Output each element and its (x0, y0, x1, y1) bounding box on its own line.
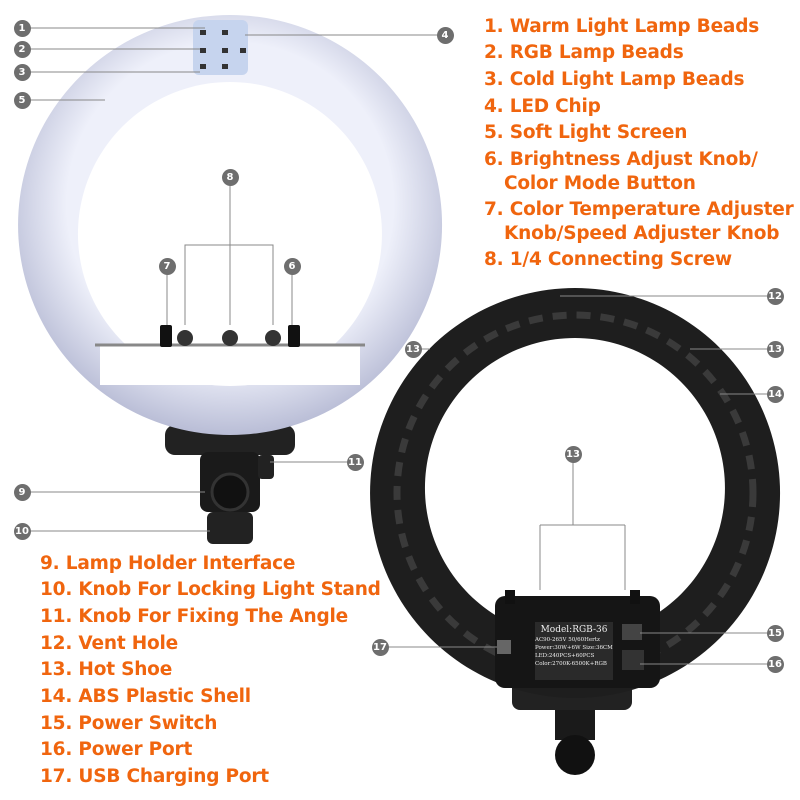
label-17: 17. USB Charging Port (40, 766, 269, 787)
marker-13: 13 (766, 340, 784, 358)
front-ring-light (18, 15, 443, 544)
plate-color: Color:2700K-6500K+RGB (535, 661, 607, 667)
marker-1: 1 (13, 19, 31, 37)
label-15: 15. Power Switch (40, 713, 218, 734)
leader-lines (30, 27, 767, 665)
label-7-cont: Knob/Speed Adjuster Knob (504, 223, 780, 244)
marker-13: 13 (404, 340, 422, 358)
label-9: 9. Lamp Holder Interface (40, 553, 296, 574)
marker-5: 5 (13, 91, 31, 109)
plate-voltage: AC90-265V (535, 637, 567, 643)
marker-9: 9 (13, 483, 31, 501)
nameplate: Model:RGB-36 AC90-265V 50/60Hertz Power:… (535, 624, 613, 668)
label-13: 13. Hot Shoe (40, 659, 173, 680)
marker-11: 11 (346, 453, 364, 471)
marker-16: 16 (766, 655, 784, 673)
back-ring-light (370, 288, 781, 775)
marker-2: 2 (13, 40, 31, 58)
plate-frequency: 50/60Hertz (568, 637, 600, 643)
marker-15: 15 (766, 624, 784, 642)
marker-3: 3 (13, 63, 31, 81)
marker-17: 17 (371, 638, 389, 656)
marker-10: 10 (13, 522, 31, 540)
plate-power: Power:30W+6W (535, 645, 581, 651)
marker-13: 13 (564, 445, 582, 463)
marker-4: 4 (436, 26, 454, 44)
marker-8: 8 (221, 168, 239, 186)
marker-12: 12 (766, 287, 784, 305)
label-3: 3. Cold Light Lamp Beads (484, 69, 745, 90)
label-8: 8. 1/4 Connecting Screw (484, 249, 732, 270)
plate-size: Size:36CM (582, 645, 613, 651)
label-6-cont: Color Mode Button (504, 173, 696, 194)
marker-6: 6 (283, 257, 301, 275)
label-10: 10. Knob For Locking Light Stand (40, 579, 381, 600)
label-2: 2. RGB Lamp Beads (484, 42, 684, 63)
label-1: 1. Warm Light Lamp Beads (484, 16, 760, 37)
label-5: 5. Soft Light Screen (484, 122, 688, 143)
label-14: 14. ABS Plastic Shell (40, 686, 251, 707)
label-16: 16. Power Port (40, 739, 193, 760)
marker-14: 14 (766, 385, 784, 403)
label-7: 7. Color Temperature Adjuster (484, 199, 794, 220)
label-4: 4. LED Chip (484, 96, 601, 117)
plate-model: Model:RGB-36 (540, 625, 608, 635)
label-12: 12. Vent Hole (40, 633, 179, 654)
label-6: 6. Brightness Adjust Knob/ (484, 149, 758, 170)
marker-7: 7 (158, 257, 176, 275)
plate-led: LED:240PCS+60PCS (535, 653, 595, 659)
label-11: 11. Knob For Fixing The Angle (40, 606, 348, 627)
